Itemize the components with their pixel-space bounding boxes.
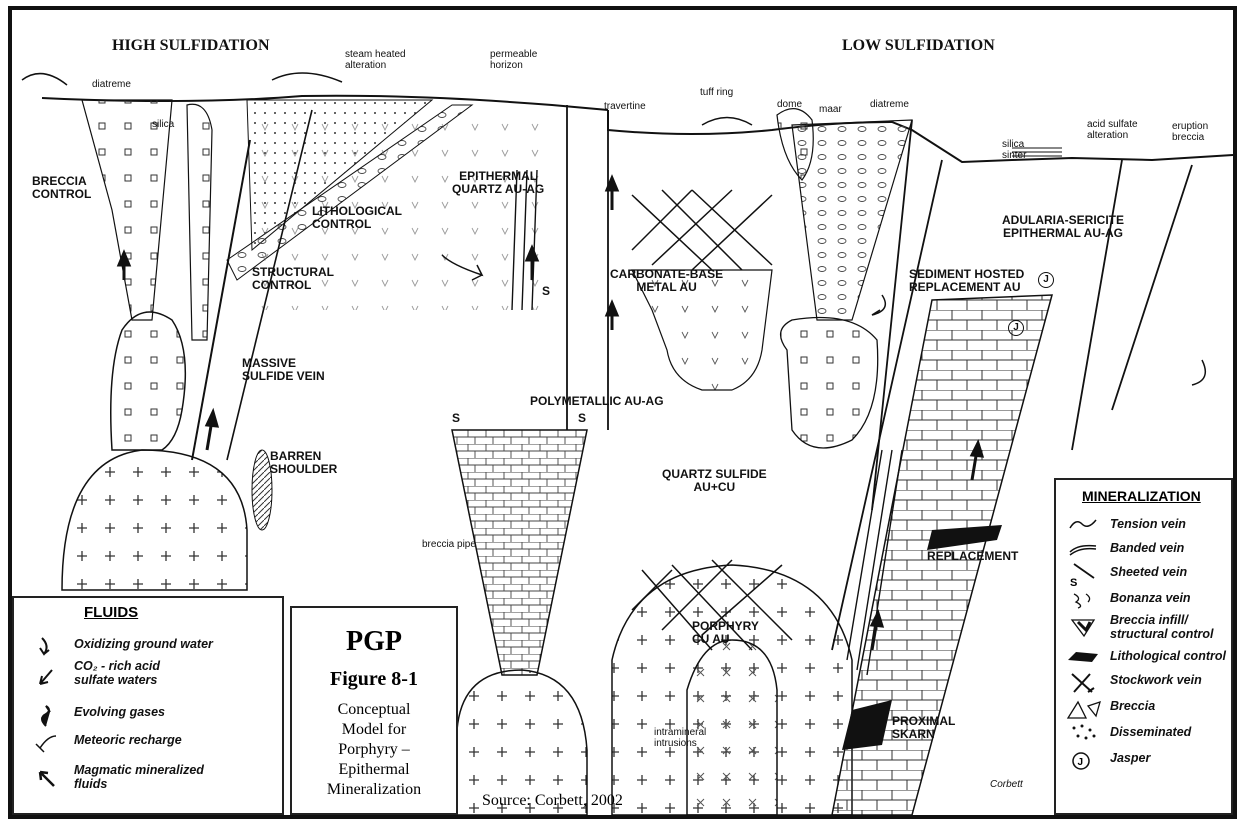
- mineralization-item-banded: Banded vein: [1110, 542, 1184, 556]
- ground-surface-right: [608, 110, 1233, 162]
- acid-sulfate-label: acid sulfate alteration: [1087, 120, 1138, 141]
- sheeted-vein-marker: S: [542, 285, 550, 298]
- bonanza-vein-icon: [1068, 590, 1098, 610]
- banded-vein-icon: [1068, 540, 1098, 558]
- proximal-skarn-label: PROXIMAL SKARN: [892, 715, 955, 740]
- jasper-marker-2: J: [1008, 320, 1024, 336]
- fluids-item-acid: CO₂ - rich acid sulfate waters: [74, 660, 160, 688]
- diagram-frame: HIGH SULFIDATION LOW SULFIDATION diatrem…: [8, 6, 1237, 819]
- sediment-hosted-label: SEDIMENT HOSTED REPLACEMENT Au: [909, 268, 1024, 293]
- sheeted-vein-marker-2: S: [452, 412, 460, 425]
- adularia-label: ADULARIA-SERICITE EPITHERMAL Au-Ag: [1002, 214, 1124, 239]
- svg-text:S: S: [1070, 577, 1077, 588]
- maar-label: maar: [819, 105, 842, 116]
- mineralization-item-tension: Tension vein: [1110, 518, 1186, 532]
- low-sulfidation-heading: LOW SULFIDATION: [842, 38, 995, 55]
- steam-heated-label: steam heated alteration: [345, 50, 406, 71]
- massive-sulfide-label: MASSIVE SULFIDE VEIN: [242, 357, 325, 382]
- stockwork-vein-icon: [1068, 670, 1098, 696]
- diatreme-right-label: diatreme: [870, 100, 909, 111]
- epithermal-quartz-label: EPITHERMAL QUARTZ Au-Ag: [452, 170, 544, 195]
- acid-arrow-icon: [34, 666, 58, 690]
- corbett-credit: Corbett: [990, 780, 1023, 791]
- mineralization-legend-title: MINERALIZATION: [1082, 488, 1201, 504]
- dome-label: dome: [777, 100, 802, 111]
- high-sulfidation-heading: HIGH SULFIDATION: [112, 38, 270, 55]
- lithological-control-icon: [1066, 648, 1100, 666]
- svg-text:J: J: [1078, 757, 1084, 768]
- tuff-ring-mound: [702, 118, 752, 126]
- carbonate-base-label: CARBONATE-BASE METAL Au: [610, 268, 723, 293]
- breccia-pipe: [452, 430, 587, 675]
- barren-shoulder-patch: [252, 450, 272, 530]
- pgp-title: PGP: [292, 626, 456, 658]
- mineralization-item-sheeted: Sheeted vein: [1110, 566, 1187, 580]
- left-breccia-plug: [111, 312, 186, 450]
- dome-body: [781, 318, 878, 449]
- mineralization-item-jasper: Jasper: [1110, 752, 1150, 766]
- intramineral-label: intramineral intrusions: [654, 728, 706, 749]
- breccia-control-label: BRECCIA CONTROL: [32, 175, 91, 200]
- fluids-item-gases: Evolving gases: [74, 706, 165, 720]
- breccia-icon: [1066, 698, 1102, 720]
- travertine-label: travertine: [604, 102, 646, 113]
- figure-caption-box: PGP Figure 8-1 Conceptual Model for Porp…: [290, 606, 458, 815]
- figure-caption: Conceptual Model for Porphyry – Epitherm…: [292, 700, 456, 800]
- mineralization-item-stockwork: Stockwork vein: [1110, 674, 1202, 688]
- lithological-control-label: LITHOLOGICAL CONTROL: [312, 205, 402, 230]
- silica-left-label: silica: [152, 120, 174, 131]
- mineralization-item-breccia: Breccia: [1110, 700, 1155, 714]
- mineralization-item-disseminated: Disseminated: [1110, 726, 1191, 740]
- evolving-gas-icon: [34, 704, 58, 728]
- fluids-legend-title: FLUIDS: [84, 604, 138, 621]
- permeable-horizon-label: permeable horizon: [490, 50, 537, 71]
- magmatic-fluid-arrow-icon: [34, 766, 58, 790]
- disseminated-icon: [1068, 722, 1098, 744]
- mineralization-legend: MINERALIZATION Tension vein Banded vein …: [1054, 478, 1233, 815]
- sheeted-vein-marker-3: S: [578, 412, 586, 425]
- fluids-item-oxidizing: Oxidizing ground water: [74, 638, 213, 652]
- oxidizing-arrow-icon: [34, 636, 58, 660]
- carbonate-stockwork: [632, 190, 772, 270]
- left-diatreme-funnel: [82, 100, 172, 320]
- sheeted-vein-icon: S: [1068, 562, 1098, 588]
- left-intrusion: [62, 450, 247, 590]
- structural-control-label: STRUCTURAL CONTROL: [252, 266, 334, 291]
- polymetallic-label: POLYMETALLIC Au-Ag: [530, 395, 664, 408]
- source-credit: Source: Corbett, 2002: [482, 792, 623, 810]
- mineralization-item-bonanza: Bonanza vein: [1110, 592, 1191, 606]
- jasper-icon: J: [1070, 750, 1092, 772]
- mineralization-item-breccia-infill: Breccia infill/ structural control: [1110, 614, 1214, 642]
- left-diatreme-mound: [22, 74, 67, 85]
- replacement-label: REPLACEMENT: [927, 550, 1018, 563]
- tuff-ring-label: tuff ring: [700, 88, 733, 99]
- eruption-breccia-label: eruption breccia: [1172, 122, 1208, 143]
- silica-sinter-label: silica sinter: [1002, 140, 1026, 161]
- meteoric-recharge-icon: [32, 732, 60, 756]
- mineralization-item-lithological: Lithological control: [1110, 650, 1226, 664]
- porphyry-label: PORPHYRY Cu Au: [692, 620, 759, 645]
- quartz-sulfide-label: QUARTZ SULFIDE Au+Cu: [662, 468, 767, 493]
- dome-top: [777, 109, 813, 180]
- jasper-marker: J: [1038, 272, 1054, 288]
- fluids-item-magmatic: Magmatic mineralized fluids: [74, 764, 204, 792]
- left-dike: [187, 104, 212, 340]
- barren-shoulder-label: BARREN SHOULDER: [270, 450, 337, 475]
- fluids-item-meteoric: Meteoric recharge: [74, 734, 182, 748]
- diatreme-left-label: diatreme: [92, 80, 131, 91]
- tension-vein-icon: [1068, 516, 1098, 534]
- steam-mound: [272, 73, 342, 82]
- fluids-legend: FLUIDS Oxidizing ground water CO₂ - rich…: [12, 596, 284, 815]
- breccia-infill-icon: [1068, 616, 1098, 638]
- figure-number: Figure 8-1: [292, 668, 456, 691]
- breccia-pipe-label: breccia pipe: [422, 540, 476, 551]
